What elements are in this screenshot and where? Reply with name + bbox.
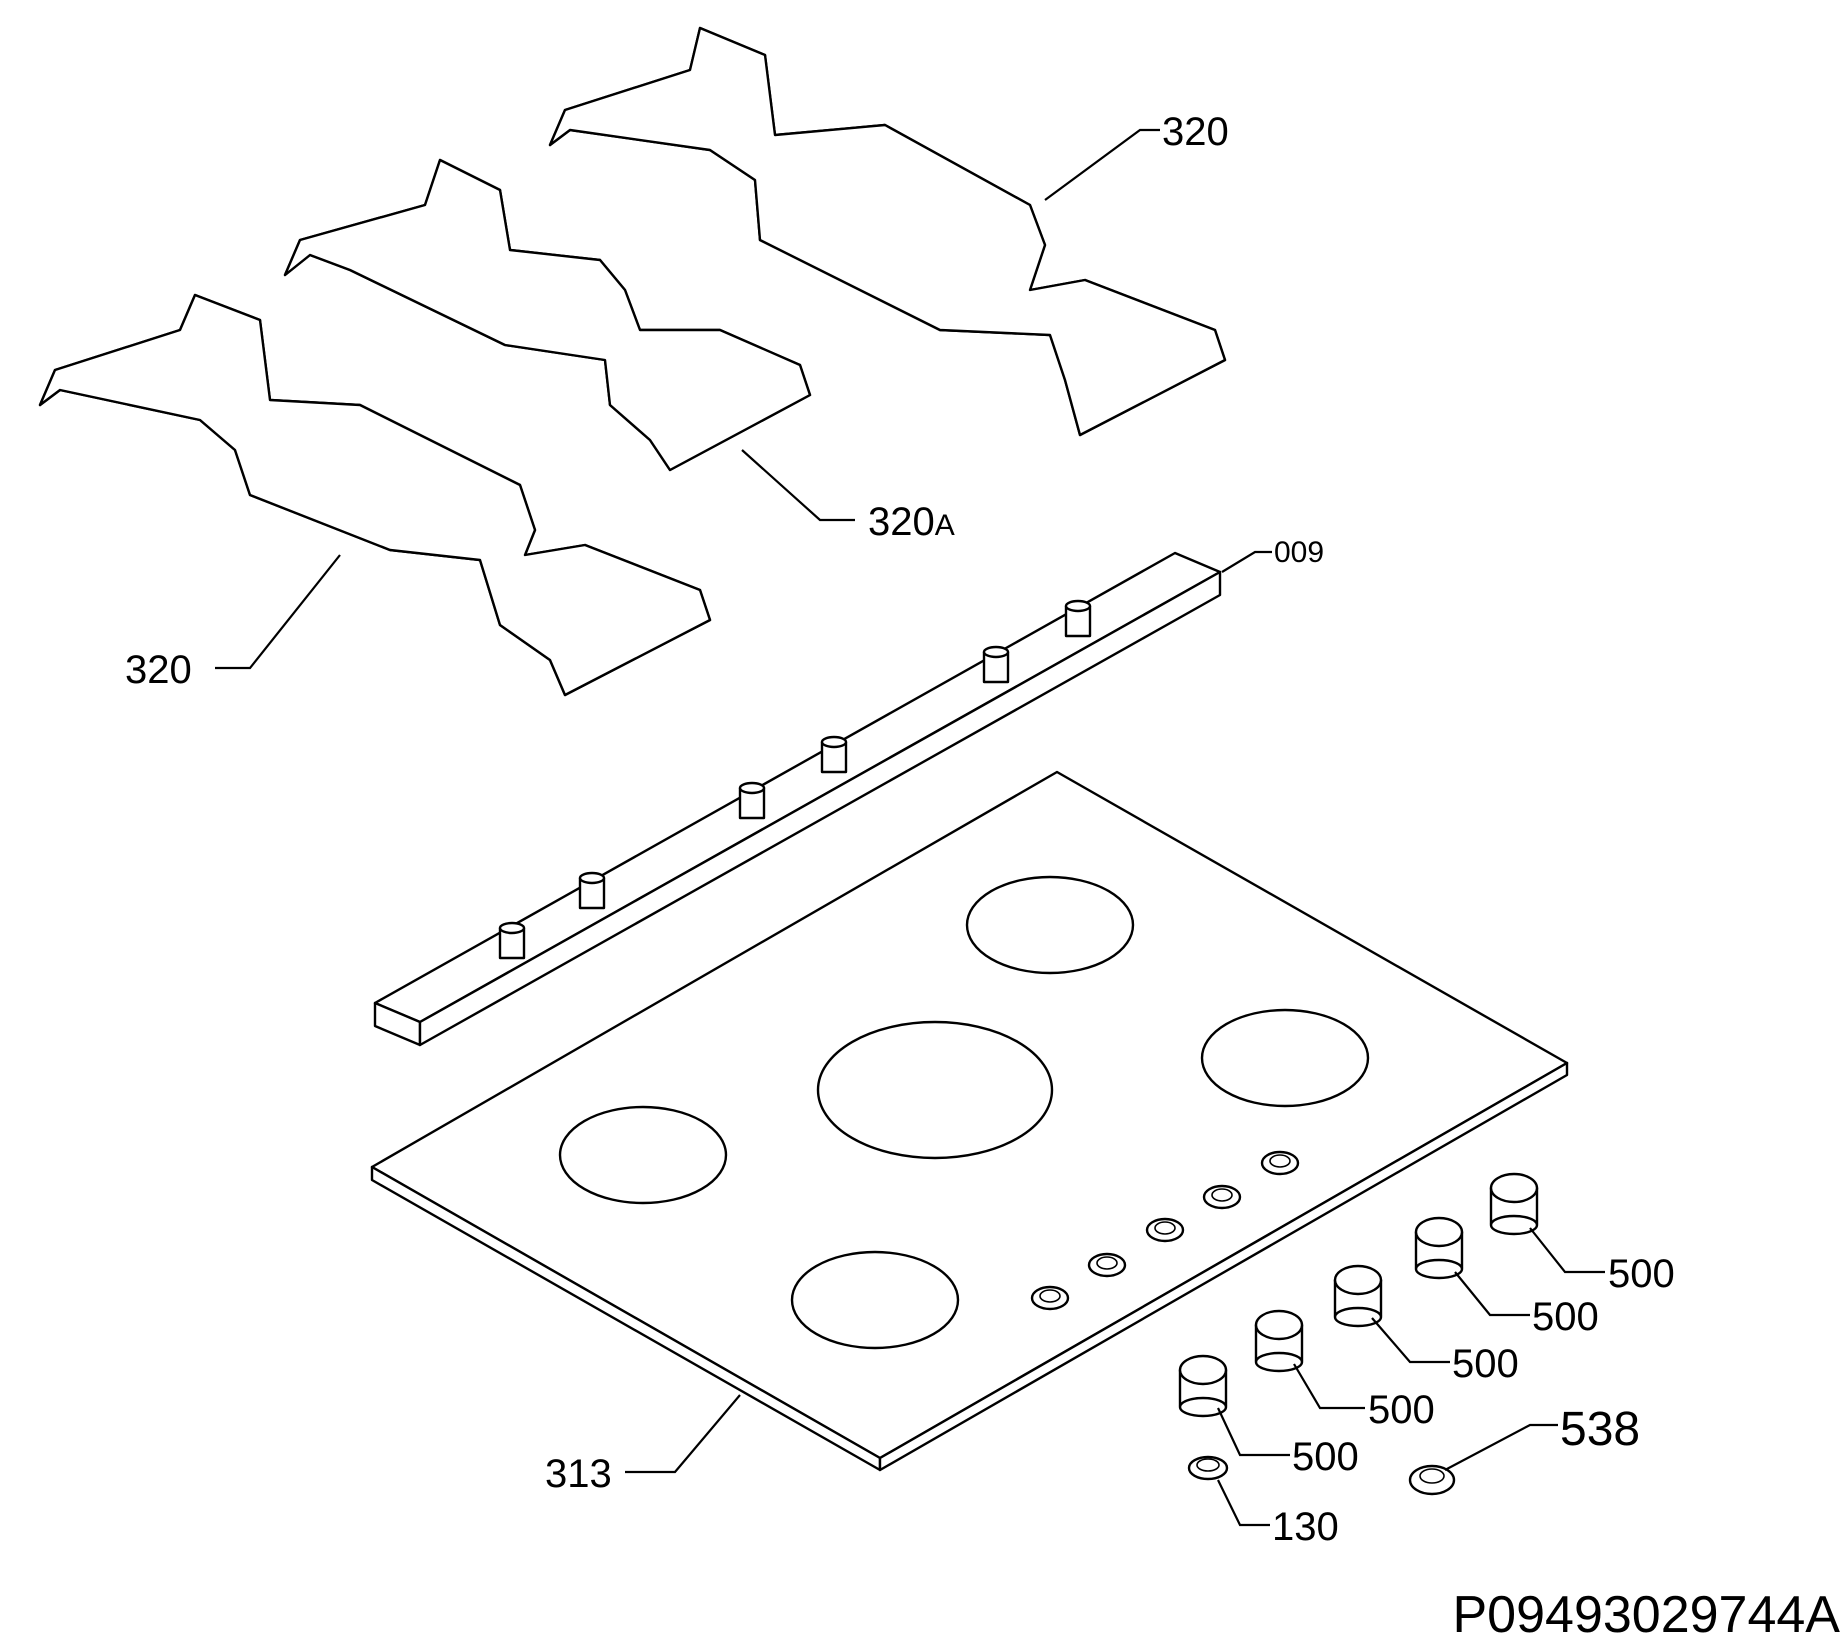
burner-hole [558, 1105, 728, 1205]
label-grid-right: 320 [1162, 110, 1229, 154]
label-grid-center: 320A [868, 500, 955, 544]
drawing-number: P09493029744A [1453, 1586, 1841, 1644]
burner-hole [965, 875, 1135, 975]
label-knob: 500 [1532, 1295, 1599, 1339]
spindle-washer [1187, 1455, 1229, 1481]
control-knob [1178, 1172, 1539, 1418]
label-hob-top: 313 [545, 1452, 612, 1496]
pan-support-grid-right [548, 26, 1227, 437]
label-grid-center-suffix: A [935, 509, 955, 542]
label-knob: 500 [1292, 1435, 1359, 1479]
panel-peg [498, 599, 1092, 960]
pan-support-grid-center [283, 158, 812, 472]
label-knob: 500 [1608, 1252, 1675, 1296]
knob-hole [1030, 1150, 1300, 1311]
label-grid-left: 320 [125, 648, 192, 692]
label-knob: 500 [1452, 1342, 1519, 1386]
label-grid-center-number: 320 [868, 500, 935, 544]
burner-hole [1200, 1008, 1370, 1108]
label-spindle-washer: 130 [1272, 1505, 1339, 1549]
control-panel-strip [373, 551, 1222, 1047]
pan-support-grid-left [38, 293, 712, 697]
label-knob: 500 [1368, 1388, 1435, 1432]
leader-lines [215, 128, 1605, 1527]
hob-top-plate [370, 770, 1569, 1472]
label-control-panel: 009 [1274, 536, 1324, 569]
burner-hole [816, 1020, 1054, 1160]
burner-hole [790, 1250, 960, 1350]
ignition-button [1408, 1464, 1456, 1496]
label-button: 538 [1560, 1403, 1640, 1456]
